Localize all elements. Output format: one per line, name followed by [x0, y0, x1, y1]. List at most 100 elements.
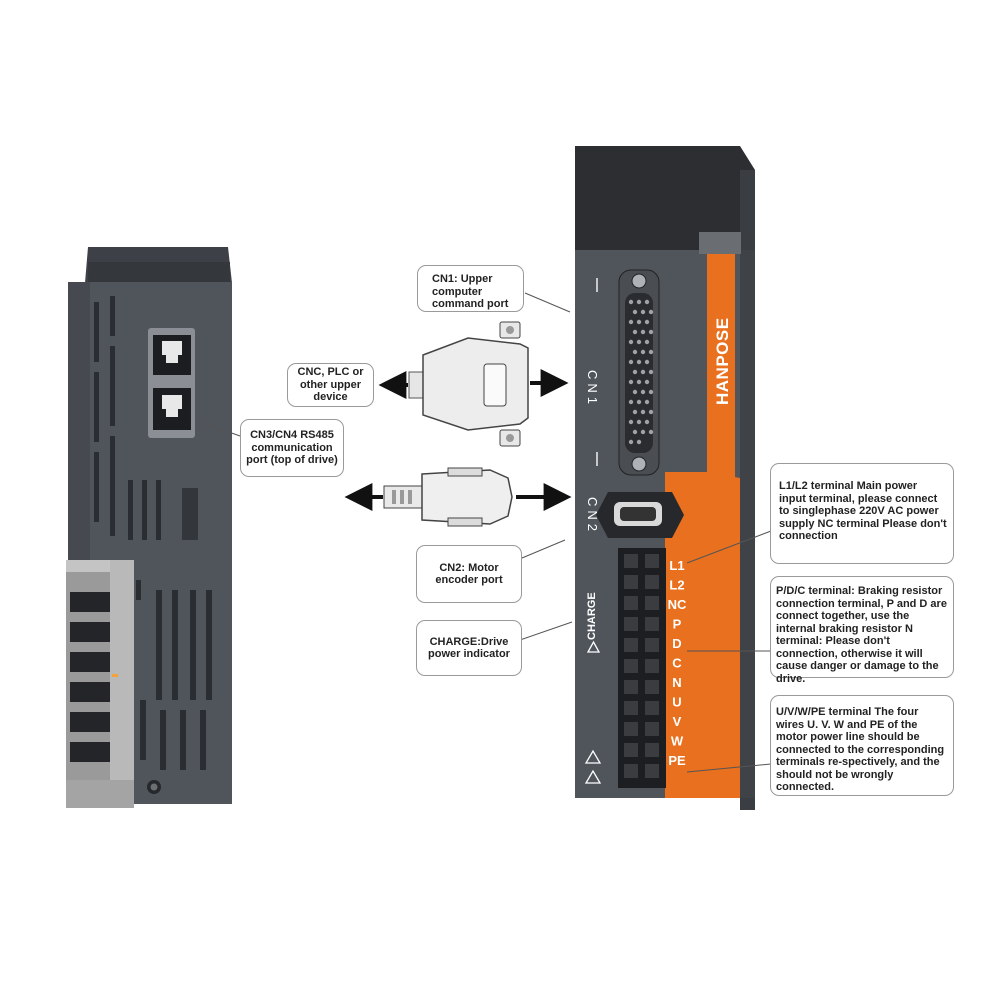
callout-cn3-cn4-text: CN3/CN4 RS485 communication port (top of…	[246, 429, 338, 467]
callout-cn2-text: CN2: Motor encoder port	[435, 561, 503, 587]
connector-pin	[644, 399, 650, 405]
terminal-label-w: W	[671, 734, 684, 749]
terminal-slot	[645, 659, 659, 673]
connector-pin	[632, 329, 638, 335]
terminal-slot	[624, 575, 638, 589]
connector-pin	[628, 359, 634, 365]
callout-u-v-w-pe-text: U/V/W/PE terminal The four wires U. V. W…	[776, 706, 945, 793]
callout-l1-l2: L1/L2 terminal Main power input terminal…	[770, 463, 954, 564]
connector-pin	[644, 299, 650, 305]
terminal-slot	[624, 701, 638, 715]
terminal-block-icon	[618, 548, 666, 788]
callout-cn3-cn4: CN3/CN4 RS485 communication port (top of…	[240, 419, 344, 477]
terminal-slot	[645, 638, 659, 652]
connector-pin	[640, 309, 646, 315]
connector-pin	[628, 379, 634, 385]
encoder-port-icon	[596, 492, 684, 538]
cn2-label: CN2	[585, 497, 600, 535]
callout-charge-text: CHARGE:Drive power indicator	[428, 635, 510, 661]
terminal-slot	[645, 701, 659, 715]
connector-pin	[632, 349, 638, 355]
callout-u-v-w-pe: U/V/W/PE terminal The four wires U. V. W…	[770, 695, 954, 796]
connector-pin	[636, 379, 642, 385]
terminal-slot	[624, 638, 638, 652]
terminal-label-n: N	[672, 675, 681, 690]
connector-pin	[648, 369, 654, 375]
terminal-label-c: C	[672, 656, 682, 671]
callout-l1-l2-text: L1/L2 terminal Main power input terminal…	[779, 480, 947, 542]
connector-pin	[632, 429, 638, 435]
callout-cn2: CN2: Motor encoder port	[416, 545, 522, 603]
connector-pin	[636, 339, 642, 345]
terminal-slot	[645, 764, 659, 778]
connector-pin	[640, 409, 646, 415]
terminal-slot	[645, 680, 659, 694]
terminal-label-l1: L1	[669, 558, 684, 573]
connector-pin	[632, 309, 638, 315]
terminal-slot	[624, 680, 638, 694]
connector-pin	[632, 369, 638, 375]
side-drive	[66, 247, 232, 808]
callout-cnc-plc: CNC, PLC or other upper device	[287, 363, 374, 407]
arrow-right-icon	[516, 369, 572, 511]
connector-pin	[648, 329, 654, 335]
callout-charge: CHARGE:Drive power indicator	[416, 620, 522, 676]
terminal-label-u: U	[672, 695, 681, 710]
terminal-slot	[624, 554, 638, 568]
callout-cnc-plc-text: CNC, PLC or other upper device	[297, 366, 364, 404]
charge-label: CHARGE	[586, 592, 598, 640]
connector-pin	[648, 389, 654, 395]
connector-pin	[628, 339, 634, 345]
connector-pin	[628, 419, 634, 425]
arrow-left-icon	[344, 371, 408, 511]
connector-pin	[644, 339, 650, 345]
connector-pin	[628, 439, 634, 445]
terminal-slot	[624, 659, 638, 673]
terminal-label-l2: L2	[669, 578, 684, 593]
terminal-slot	[645, 722, 659, 736]
connector-pin	[636, 399, 642, 405]
connector-pin	[640, 429, 646, 435]
warning-icon	[584, 769, 602, 784]
connector-pin	[636, 319, 642, 325]
connector-pin	[640, 329, 646, 335]
db-plug-icon	[408, 321, 529, 447]
connector-pin	[636, 359, 642, 365]
connector-pin	[632, 409, 638, 415]
connector-pin	[644, 419, 650, 425]
encoder-plug-icon	[383, 467, 513, 527]
connector-pin	[628, 319, 634, 325]
connector-pin	[648, 349, 654, 355]
connector-pin	[632, 389, 638, 395]
terminal-label-nc: NC	[668, 597, 687, 612]
callout-cn1-text: CN1: Upper computer command port	[432, 273, 509, 310]
terminal-slot	[624, 722, 638, 736]
terminal-label-pe: PE	[668, 753, 686, 768]
connector-pin	[636, 419, 642, 425]
brand-logo: HANPOSE	[713, 317, 732, 405]
terminal-label-d: D	[672, 636, 681, 651]
heatsink	[66, 560, 134, 808]
terminal-slot	[645, 743, 659, 757]
terminal-slot	[645, 575, 659, 589]
front-drive: HANPOSE CN1 CN2 CHARGE	[575, 146, 755, 810]
terminal-slot	[624, 743, 638, 757]
connector-pin	[648, 429, 654, 435]
connector-pin	[644, 359, 650, 365]
screw-icon	[147, 780, 161, 794]
warning-icon	[584, 749, 602, 764]
db44-connector-icon	[618, 269, 660, 476]
connector-pin	[640, 389, 646, 395]
connector-pin	[644, 379, 650, 385]
leader-lines	[194, 292, 772, 773]
terminal-slot	[645, 596, 659, 610]
rj45-port-icon	[153, 388, 191, 430]
terminal-slot	[624, 617, 638, 631]
callout-p-d-c: P/D/C terminal: Braking resistor connect…	[770, 576, 954, 685]
terminal-slot	[645, 617, 659, 631]
terminal-label-p: P	[673, 617, 682, 632]
connector-pin	[628, 399, 634, 405]
terminal-label-v: V	[673, 714, 682, 729]
terminal-slot	[624, 764, 638, 778]
